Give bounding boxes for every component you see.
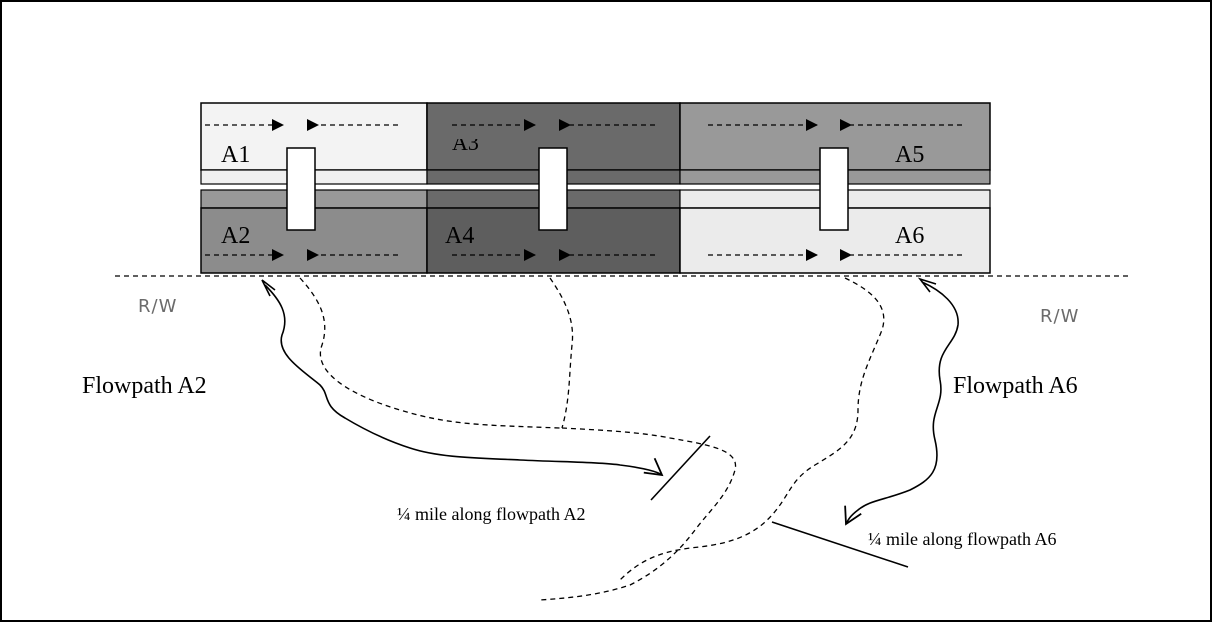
flow-arrows xyxy=(205,119,962,261)
area-a3-label: A3 xyxy=(452,130,479,155)
right-of-way-label-right: R/W xyxy=(1040,306,1079,327)
quarter-mile-a6-label: ¼ mile along flowpath A6 xyxy=(868,529,1056,549)
area-a1-label: A1 xyxy=(221,142,250,168)
dashed-flowpaths xyxy=(299,277,885,601)
culvert-right xyxy=(819,147,849,231)
culvert-middle xyxy=(538,147,568,231)
area-a6-label: A6 xyxy=(895,223,924,249)
flowpath-a2-start-arrow xyxy=(261,279,276,297)
flowpath-a6-measurement-curve xyxy=(844,281,959,526)
area-a5-block xyxy=(679,102,991,171)
area-a4-label: A4 xyxy=(445,223,474,249)
culvert-left xyxy=(286,147,316,231)
quarter-mile-marker-a2 xyxy=(650,435,711,501)
flowpath-a6-start-arrow xyxy=(917,277,937,293)
quarter-mile-a2-label: ¼ mile along flowpath A2 xyxy=(397,504,585,524)
right-of-way-label-left: R/W xyxy=(138,296,177,317)
area-a2-label: A2 xyxy=(221,223,250,249)
flowpath-a2-label: Flowpath A2 xyxy=(82,373,207,399)
flowpath-a6-label: Flowpath A6 xyxy=(953,373,1078,399)
flowpath-a2-measurement-curve xyxy=(264,284,664,477)
quarter-mile-marker-a6 xyxy=(771,521,909,568)
area-a5-label: A5 xyxy=(895,142,924,168)
